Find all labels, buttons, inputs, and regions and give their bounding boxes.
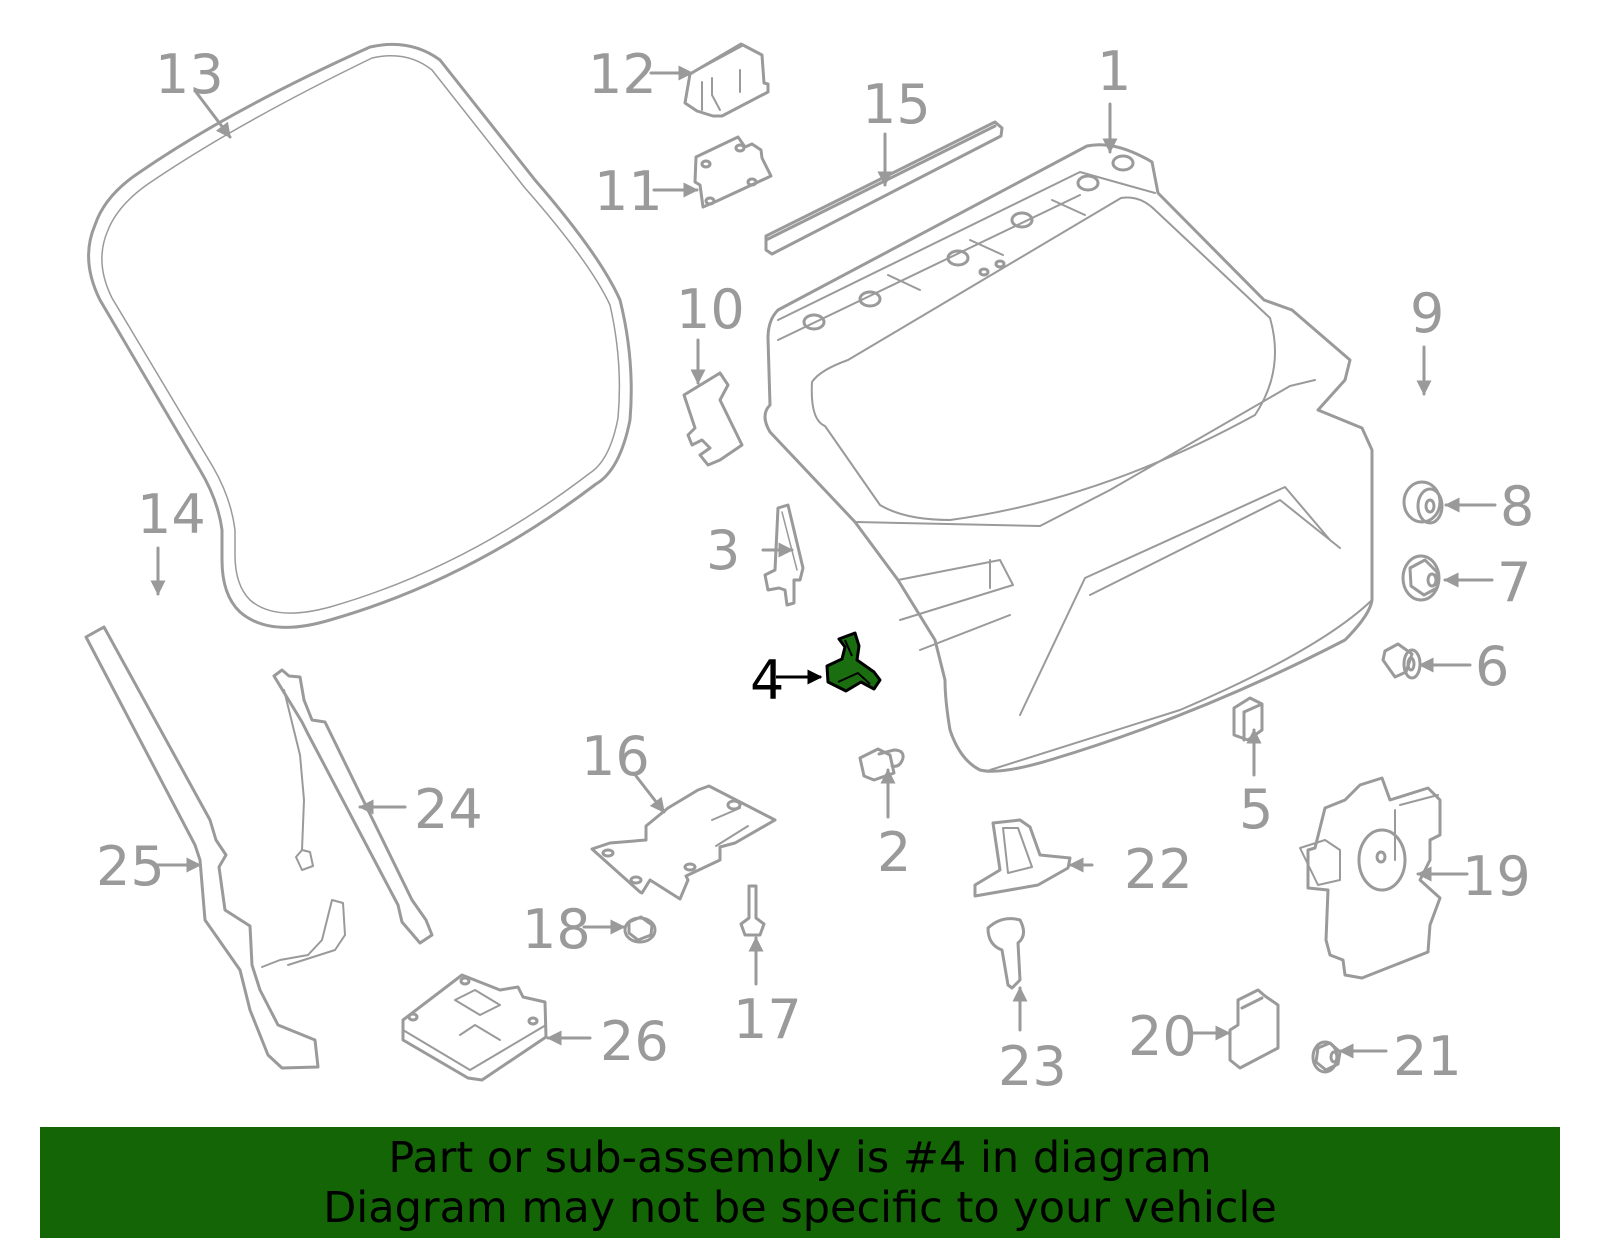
part-24-strut — [272, 668, 434, 945]
part-26-module — [401, 973, 548, 1082]
callout-1[interactable]: 1 — [1097, 40, 1132, 103]
banner-disclaimer: Diagram may not be specific to your vehi… — [323, 1182, 1277, 1233]
callout-4[interactable]: 4 — [750, 649, 785, 712]
leader-arrows — [150, 65, 1497, 1059]
info-banner: Part or sub-assembly is #4 in diagram Di… — [40, 1127, 1560, 1238]
part-8-grommet — [1402, 480, 1444, 525]
part-7-nut — [1401, 554, 1441, 602]
callout-12[interactable]: 12 — [588, 43, 657, 106]
part-12-bracket — [683, 42, 770, 118]
callout-24[interactable]: 24 — [414, 778, 483, 841]
callout-16[interactable]: 16 — [581, 725, 650, 788]
callout-7[interactable]: 7 — [1497, 551, 1532, 614]
part-22-striker — [973, 818, 1072, 898]
part-18-nut — [623, 915, 657, 944]
callout-2[interactable]: 2 — [877, 821, 912, 884]
callout-9[interactable]: 9 — [1410, 282, 1445, 345]
callout-5[interactable]: 5 — [1239, 778, 1274, 841]
callout-8[interactable]: 8 — [1500, 475, 1535, 538]
part-21-nut — [1311, 1040, 1342, 1074]
part-6-clip — [1381, 642, 1422, 680]
part-17-bolt — [739, 884, 766, 937]
callout-17[interactable]: 17 — [733, 988, 802, 1051]
part-16-bracket — [590, 784, 777, 901]
callout-6[interactable]: 6 — [1475, 635, 1510, 698]
callout-22[interactable]: 22 — [1124, 838, 1193, 901]
part-5-pad — [1232, 696, 1264, 742]
callout-14[interactable]: 14 — [137, 483, 206, 546]
callout-25[interactable]: 25 — [96, 835, 165, 898]
part-19-latch — [1299, 776, 1442, 980]
callout-19[interactable]: 19 — [1462, 845, 1531, 908]
callout-10[interactable]: 10 — [676, 278, 745, 341]
part-13-weatherstrip — [87, 42, 633, 629]
part-20-bracket — [1228, 988, 1280, 1070]
callout-20[interactable]: 20 — [1128, 1005, 1197, 1068]
part-23-pin — [986, 917, 1025, 990]
part-25-trim — [84, 625, 346, 1070]
part-1-liftgate — [763, 143, 1374, 773]
callout-23[interactable]: 23 — [998, 1035, 1067, 1098]
part-4-highlighted-bracket — [776, 631, 882, 693]
callout-21[interactable]: 21 — [1393, 1025, 1462, 1088]
callout-3[interactable]: 3 — [706, 519, 741, 582]
callout-13[interactable]: 13 — [155, 43, 224, 106]
callout-18[interactable]: 18 — [522, 898, 591, 961]
callout-11[interactable]: 11 — [594, 160, 663, 223]
banner-part-notice: Part or sub-assembly is #4 in diagram — [388, 1132, 1212, 1183]
part-3-bracket — [763, 503, 805, 607]
part-11-hinge — [693, 135, 773, 209]
part-10-bracket — [682, 371, 744, 467]
callout-26[interactable]: 26 — [600, 1010, 669, 1073]
part-2-stopper — [858, 747, 905, 782]
callout-15[interactable]: 15 — [862, 73, 931, 136]
